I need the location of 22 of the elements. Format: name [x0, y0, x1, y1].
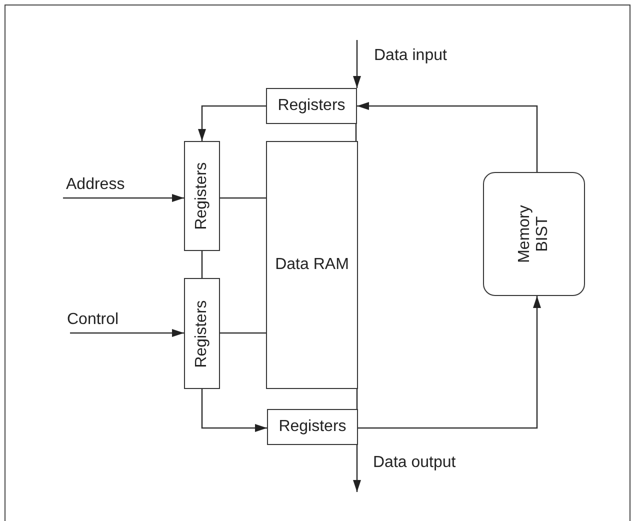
arrow [70, 329, 184, 337]
arrow [201, 389, 267, 432]
register-box [266, 88, 357, 124]
arrow [353, 445, 361, 492]
arrow [358, 296, 541, 429]
register-box [184, 278, 220, 389]
block-label: Registers [278, 418, 346, 436]
arrow [198, 105, 266, 141]
memory-block [266, 141, 358, 389]
edge-label: Data output [373, 454, 456, 472]
block-label: Data RAM [275, 256, 349, 274]
block-label: Registers [278, 97, 346, 115]
register-box [184, 141, 220, 251]
block-label: Registers [193, 162, 211, 230]
edge-label: Data input [374, 47, 447, 65]
arrow [63, 194, 184, 202]
block-label: Registers [193, 300, 211, 368]
arrow [353, 40, 361, 88]
block-label: Memory BIST [516, 204, 552, 265]
register-box [267, 409, 358, 445]
bist-block [483, 172, 585, 296]
arrow [357, 102, 538, 172]
